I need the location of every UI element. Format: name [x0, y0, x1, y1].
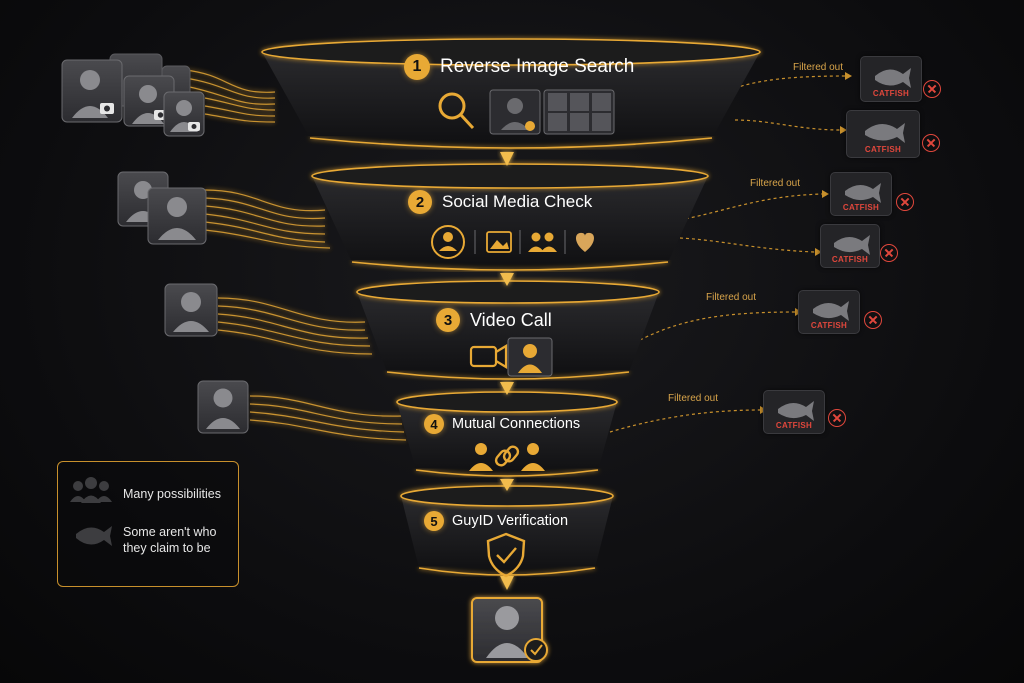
heart-icon: [575, 232, 595, 252]
funnel-stage-3: [356, 280, 660, 380]
incoming-profile-3: [164, 283, 218, 337]
stage-connectors: [500, 152, 514, 590]
catfish-card: CATFISH: [846, 110, 920, 158]
portrait-photo-icon: [489, 89, 541, 135]
person-icon: [469, 443, 493, 471]
incoming-flow-lines: [184, 69, 407, 441]
fish-icon: [845, 183, 881, 203]
catfish-card: CATFISH: [830, 172, 892, 216]
funnel-stage-2: [311, 163, 709, 271]
rejected-icon: [828, 409, 846, 427]
person-icon: [507, 337, 553, 377]
photo-grid-icon: [543, 89, 615, 135]
stage-3-number: 3: [436, 308, 460, 332]
catfish-card: CATFISH: [860, 56, 922, 102]
stage-1-label: Reverse Image Search: [440, 56, 635, 77]
fish-icon: [813, 301, 849, 321]
catfish-card: CATFISH: [763, 390, 825, 434]
catfish-label: CATFISH: [872, 89, 910, 98]
filtered-out-label: Filtered out: [668, 393, 719, 404]
catfish-label: CATFISH: [842, 203, 880, 212]
rejected-icon: [880, 244, 898, 262]
fish-icon: [865, 123, 905, 143]
stage-4-label: Mutual Connections: [452, 416, 581, 432]
profile-icon: [431, 225, 465, 259]
stage-5-label: GuyID Verification: [452, 513, 569, 529]
stage-2-number: 2: [408, 190, 432, 214]
filtered-out-label: Filtered out: [706, 292, 757, 303]
catfish-label: CATFISH: [864, 145, 902, 154]
stage-1-number: 1: [404, 54, 430, 80]
fish-icon: [875, 68, 911, 88]
stage-5-title: 5 GuyID Verification: [424, 511, 568, 531]
search-icon: [438, 92, 475, 130]
filtered-out-label: Filtered out: [750, 178, 801, 189]
verified-profile-icon: [471, 597, 548, 663]
incoming-profile-4: [197, 380, 249, 434]
stage-2-title: 2 Social Media Check: [408, 190, 592, 214]
catfish-label: CATFISH: [775, 421, 813, 430]
arrow-heads: [760, 72, 852, 414]
rejected-icon: [923, 80, 941, 98]
catfish-label: CATFISH: [810, 321, 848, 330]
legend-item-label: Many possibilities: [123, 487, 221, 501]
person-icon: [521, 443, 545, 471]
stage-3-title: 3 Video Call: [436, 308, 552, 332]
fish-icon: [778, 401, 814, 421]
incoming-profiles-group-1: [61, 53, 205, 137]
stage-1-title: 1 Reverse Image Search: [404, 54, 634, 80]
filtered-out-arrows: [609, 75, 846, 433]
rejected-icon: [896, 193, 914, 211]
stage-3-label: Video Call: [470, 309, 552, 330]
video-camera-icon: [469, 344, 508, 369]
filtered-out-label: Filtered out: [793, 62, 844, 73]
legend: [57, 461, 239, 587]
stage-4-number: 4: [424, 414, 444, 434]
stage-4-title: 4 Mutual Connections: [424, 414, 580, 434]
fish-icon: [834, 235, 870, 255]
incoming-profiles-group-2: [117, 171, 207, 245]
legend-item-label: Some aren't who they claim to be: [123, 525, 217, 555]
rejected-icon: [864, 311, 882, 329]
stage-5-number: 5: [424, 511, 444, 531]
rejected-icon: [922, 134, 940, 152]
shield-check-icon: [486, 532, 526, 578]
catfish-label: CATFISH: [831, 255, 869, 264]
catfish-card: CATFISH: [798, 290, 860, 334]
stage-2-label: Social Media Check: [442, 192, 593, 211]
funnel-stage-4: [396, 391, 618, 477]
link-icon: [494, 445, 520, 467]
catfish-card: CATFISH: [820, 224, 880, 268]
image-icon: [486, 231, 512, 253]
group-icon: [528, 232, 557, 252]
